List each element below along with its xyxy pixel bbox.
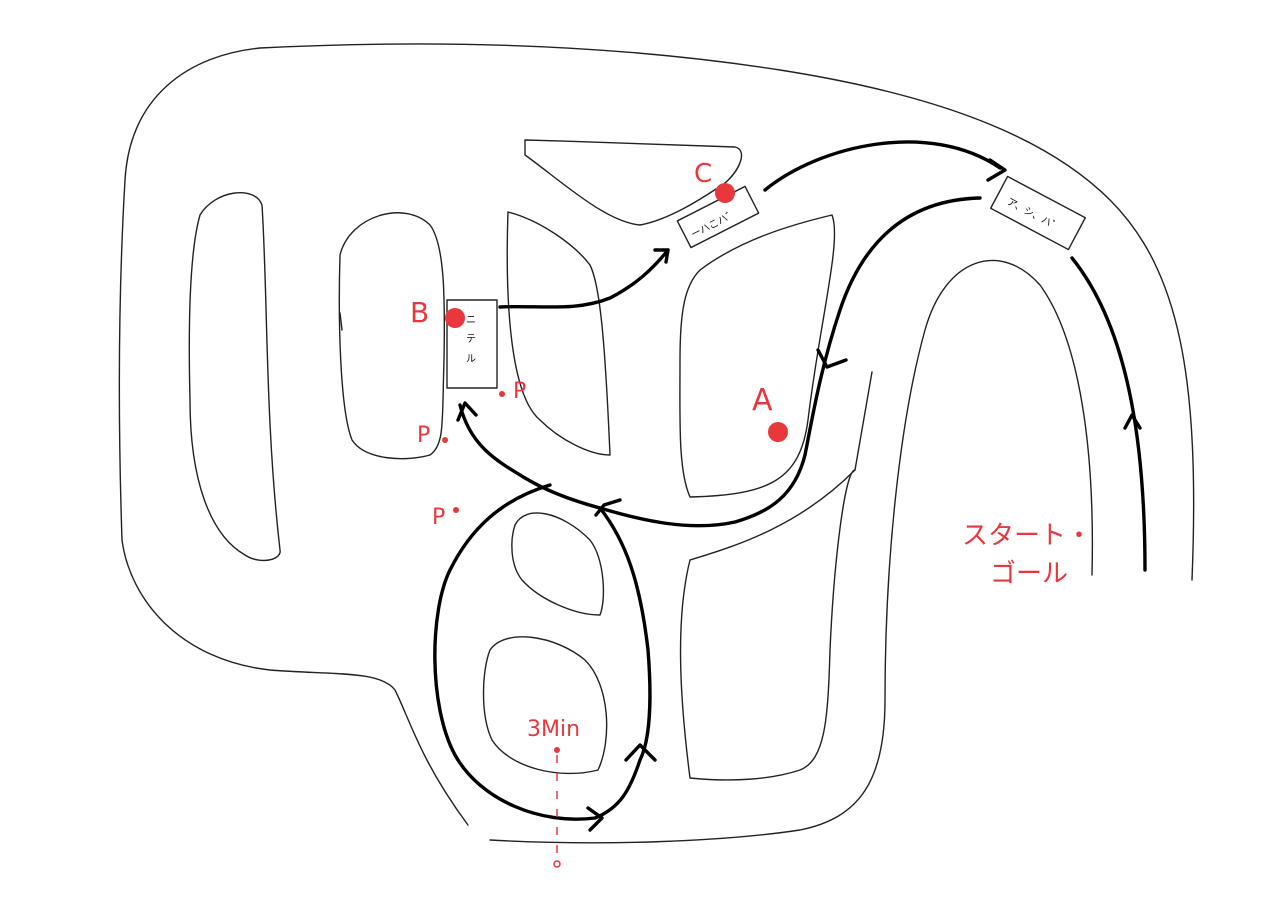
label-p3: P (432, 505, 445, 530)
arrowhead-7 (586, 806, 604, 832)
label-a: A (752, 383, 773, 418)
route-start-up (1070, 256, 1147, 572)
label-p1: P (513, 379, 526, 404)
arrowhead-5 (594, 498, 622, 517)
bottom-boundary (489, 259, 1094, 844)
island-1 (188, 191, 281, 562)
outer-boundary-lower (121, 539, 469, 826)
island-5 (689, 371, 873, 561)
point-p1-dot (499, 391, 505, 397)
point-b-dot (445, 308, 465, 328)
label-c: C (694, 159, 712, 189)
route-left-box-to-c (498, 248, 670, 309)
box-mid (676, 185, 760, 249)
arrowhead-4 (653, 248, 670, 264)
route-loop (433, 483, 652, 821)
label-start-goal-1: スタート・ (962, 521, 1092, 551)
box-left-text-3: ル (466, 354, 476, 365)
island-5-lower (679, 469, 856, 781)
outer-boundary (118, 43, 1195, 581)
island-2 (338, 212, 446, 460)
island-small-top (511, 512, 605, 616)
label-duration: 3Min (527, 717, 580, 742)
island-small-bottom (482, 636, 608, 775)
tick-mark (339, 312, 343, 331)
box-left-text-2: テ (466, 334, 476, 345)
label-b: B (410, 296, 429, 329)
box-left-text-1: ニ (466, 315, 476, 326)
route-top-arc (763, 140, 1002, 192)
duration-end-dot (553, 860, 561, 868)
arrowhead-1 (1123, 413, 1142, 430)
label-start-goal-2: ゴール (990, 559, 1068, 589)
arrowhead-6 (456, 401, 478, 422)
route-right-down (598, 196, 982, 528)
arrowhead-8 (624, 743, 657, 762)
duration-dot (554, 747, 560, 753)
arrowhead-2 (986, 158, 1007, 182)
route-to-left-box (458, 403, 602, 510)
point-p2-dot (442, 437, 448, 443)
point-c-dot (715, 183, 735, 203)
island-3 (506, 211, 611, 456)
box-right (989, 175, 1087, 251)
arrowhead-3 (816, 348, 848, 369)
box-left (446, 299, 498, 389)
island-4 (679, 214, 836, 498)
label-p2: P (417, 423, 430, 448)
point-p3-dot (453, 507, 459, 513)
point-a-dot (768, 422, 788, 442)
